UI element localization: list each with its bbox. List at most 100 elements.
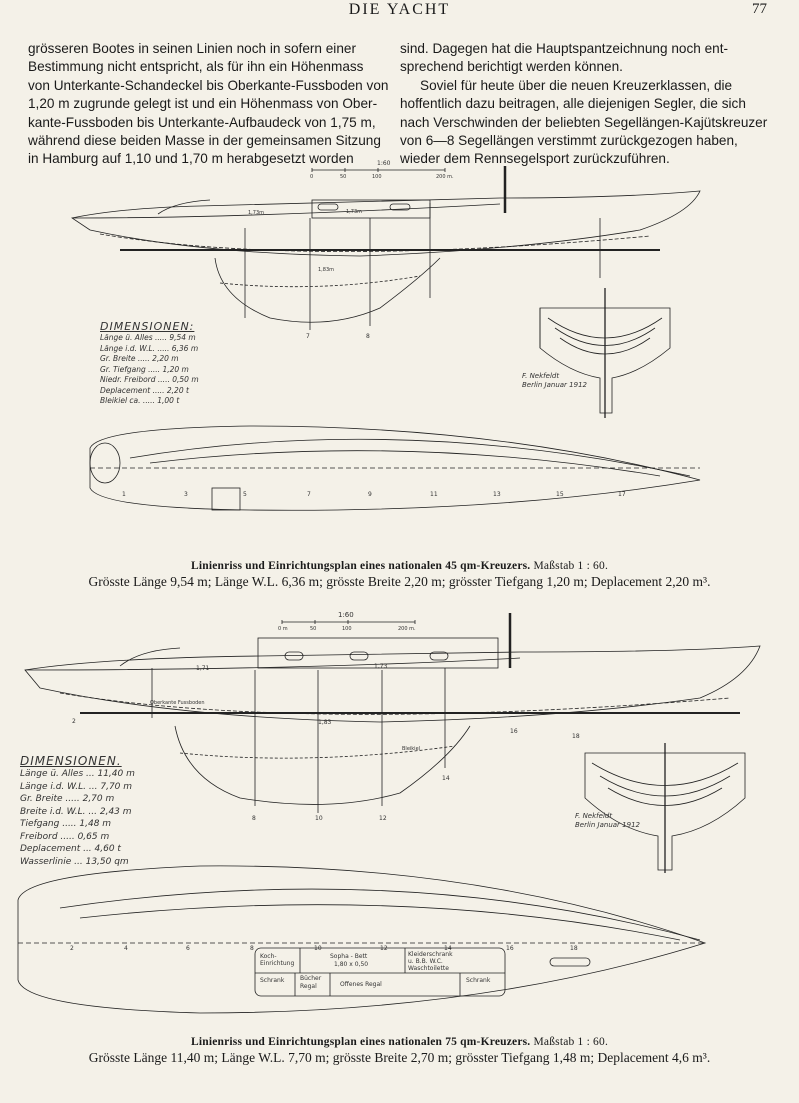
designer-signature: F. Nekfeldt Berlin Januar 1912 <box>522 372 587 389</box>
station-number: 8 <box>366 333 370 340</box>
scale-bar: 1:60 0 m 50 100 200 m. <box>278 611 416 632</box>
station-number: 7 <box>307 491 311 498</box>
dimension-row: Gr. Breite ..... 2,20 m <box>100 354 179 363</box>
text-line: von 6—8 Segellängen verstimmt zurückgezo… <box>400 133 738 149</box>
station-number: 2 <box>70 945 74 952</box>
station-number: 15 <box>556 491 564 498</box>
profile-label: Bleikiel <box>402 746 420 752</box>
dimension-row: Breite i.d. W.L. ... 2,43 m <box>20 806 132 817</box>
text-line: 1,20 m zugrunde gelegt ist und ein Höhen… <box>28 96 378 112</box>
room-label: Regal <box>300 983 317 990</box>
station-number: 17 <box>618 491 626 498</box>
scale-tick: 100 <box>342 626 352 632</box>
station-number: 16 <box>510 728 518 735</box>
scale-tick: 50 <box>310 626 316 632</box>
station-number: 6 <box>186 945 190 952</box>
room-label: Offenes Regal <box>340 981 382 988</box>
dimensions-table-75qm: DIMENSIONEN. Länge ü. Alles ... 11,40 m … <box>20 754 135 868</box>
caption-specs: Grösste Länge 11,40 m; Länge W.L. 7,70 m… <box>88 1050 711 1065</box>
text-line: sprechend berichtigt werden können. <box>400 59 623 75</box>
station-number: 16 <box>506 945 514 952</box>
dimension-row: Freibord ..... 0,65 m <box>20 831 110 842</box>
deck-plan <box>89 425 701 511</box>
station-number: 5 <box>243 491 247 498</box>
scale-title: 1:60 <box>338 611 354 619</box>
station-number: 8 <box>250 945 254 952</box>
scale-tick: 200 m. <box>436 174 454 180</box>
body-plan <box>539 288 671 418</box>
dimension-row: Wasserlinie ... 13,50 qm <box>20 856 129 867</box>
station-number: 3 <box>184 491 188 498</box>
text-line: wieder dem Rennsegelsport zurückzuführen… <box>400 151 670 167</box>
station-number: 10 <box>314 945 322 952</box>
text-line: nach Verschwinden der beliebten Segellän… <box>400 114 768 130</box>
scale-tick: 100 <box>372 174 382 180</box>
room-label: Waschtoilette <box>408 965 449 972</box>
room-label: Einrichtung <box>260 960 294 967</box>
station-number: 13 <box>493 491 501 498</box>
profile-label: 1,83 <box>318 719 332 726</box>
dimension-row: Deplacement ..... 2,20 t <box>100 385 189 395</box>
station-number: 11 <box>430 491 438 498</box>
dimensions-table-45qm: DIMENSIONEN: Länge ü. Alles ..... 9,54 m… <box>100 320 199 407</box>
deck-plan <box>17 865 707 1014</box>
figure-1-drawing: 1:60 0 50 100 200 m. <box>0 158 799 558</box>
caption-specs: Grösste Länge 9,54 m; Länge W.L. 6,36 m;… <box>88 574 711 589</box>
scale-title: 1:60 <box>377 160 391 167</box>
room-label: Koch- <box>260 953 277 960</box>
dimension-row: Länge ü. Alles ..... 9,54 m <box>100 333 196 342</box>
body-plan <box>584 743 746 873</box>
profile-label: 1,73m <box>248 210 264 216</box>
room-label: 1,80 x 0,50 <box>334 961 368 968</box>
text-line: Soviel für heute über die neuen Kreuzerk… <box>420 77 733 93</box>
station-number: 18 <box>572 733 580 740</box>
station-number: 1 <box>122 491 126 498</box>
dimension-row: Länge i.d. W.L. ... 7,70 m <box>20 781 133 792</box>
caption-title: Linienriss und Einrichtungsplan eines na… <box>190 1036 531 1048</box>
side-profile: 1,73m 1,73m 1,83m 7 8 <box>70 166 701 340</box>
caption-title: Linienriss und Einrichtungsplan eines na… <box>190 560 531 572</box>
side-profile: 1,71 1,73 1,83 Oberkante Fussboden Bleik… <box>24 613 761 822</box>
profile-label: 1,83m <box>318 267 334 273</box>
station-number: 12 <box>379 815 387 822</box>
dimension-row: Gr. Tiefgang ..... 1,20 m <box>100 364 189 374</box>
station-number: 2 <box>72 718 76 725</box>
scale-tick: 0 m <box>278 626 288 632</box>
scale-tick: 0 <box>310 174 313 180</box>
figure-2-drawing: 1:60 0 m 50 100 200 m. <box>0 608 799 1026</box>
text-line: Bestimmung nicht entspricht, als für ihn… <box>28 59 364 75</box>
page-number: 77 <box>752 1 767 17</box>
lines-plan-75qm: 1:60 0 m 50 100 200 m. <box>17 611 761 1014</box>
journal-title: DIE YACHT <box>348 1 451 18</box>
text-column-left: grösseren Bootes in seinen Linien noch i… <box>28 40 388 169</box>
scale-bar: 1:60 0 50 100 200 m. <box>310 160 454 180</box>
station-number: 12 <box>380 945 388 952</box>
text-line: sind. Dagegen hat die Hauptspantzeichnun… <box>400 41 728 56</box>
room-label: Schrank <box>260 977 285 984</box>
designer-signature: F. Nekfeldt Berlin Januar 1912 <box>575 812 640 829</box>
dimensions-title: DIMENSIONEN: <box>100 320 195 333</box>
station-number: 4 <box>124 945 128 952</box>
station-number: 10 <box>315 815 323 822</box>
figure-2-caption: Linienriss und Einrichtungsplan eines na… <box>0 1036 799 1066</box>
dimension-row: Niedr. Freibord ..... 0,50 m <box>100 375 199 384</box>
dimensions-title: DIMENSIONEN. <box>20 754 122 768</box>
text-line: grösseren Bootes in seinen Linien noch i… <box>28 41 356 56</box>
room-label: u. B.B. W.C. <box>408 958 443 965</box>
figure-1-caption: Linienriss und Einrichtungsplan eines na… <box>0 560 799 590</box>
text-line: in Hamburg auf 1,10 und 1,70 m herabgese… <box>28 151 354 167</box>
page-header: DIE YACHT 77 <box>0 0 799 22</box>
caption-scale: Maßstab 1 : 60. <box>533 1036 609 1048</box>
station-number: 14 <box>444 945 452 952</box>
text-line: kante-Fussboden bis Unterkante-Aufbaudec… <box>28 114 376 130</box>
profile-label: Oberkante Fussboden <box>150 700 205 706</box>
station-number: 7 <box>306 333 310 340</box>
profile-label: 1,73 <box>374 663 388 670</box>
text-line: hoffentlich dazu beitragen, alle diejeni… <box>400 96 746 112</box>
dimension-row: Gr. Breite ..... 2,70 m <box>20 794 115 804</box>
station-number: 18 <box>570 945 578 952</box>
profile-label: 1,73m <box>346 209 362 215</box>
profile-label: 1,71 <box>196 665 210 672</box>
dimension-row: Länge i.d. W.L. ..... 6,36 m <box>100 343 199 353</box>
